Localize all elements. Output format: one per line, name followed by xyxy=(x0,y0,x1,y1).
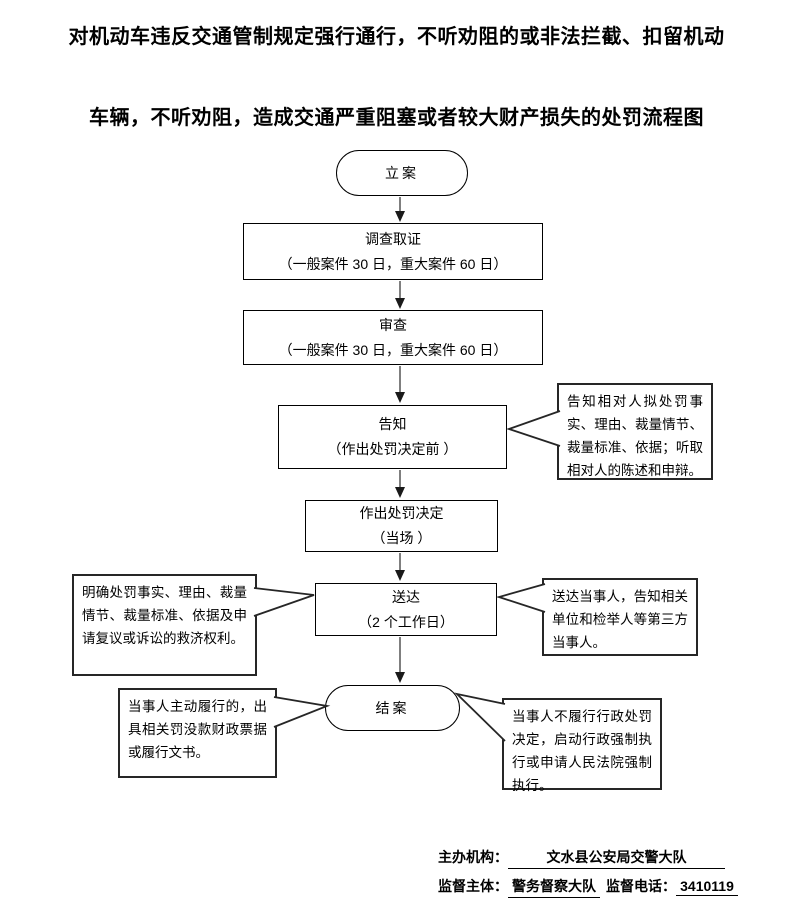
callout-delivery-content-note: 明确处罚事实、理由、裁量情节、裁量标准、依据及申请复议或诉讼的救济权利。 xyxy=(72,574,257,676)
down-arrow-delivery-to-end xyxy=(395,637,405,683)
step-title: 作出处罚决定 xyxy=(359,505,444,521)
flow-step-delivery: 送达 （2 个工作日） xyxy=(315,583,497,636)
callout-enforcement-note: 当事人不履行行政处罚决定，启动行政强制执行或申请人民法院强制执行。 xyxy=(502,698,662,793)
page-title-line1: 对机动车违反交通管制规定强行通行，不听劝阻的或非法拦截、扣留机动 xyxy=(68,26,725,48)
step-subtitle: （当场 ） xyxy=(371,530,432,546)
flow-step-review: 审查 （一般案件 30 日，重大案件 60 日） xyxy=(243,310,543,365)
down-arrow-decision-to-delivery xyxy=(395,553,405,581)
footer-supervisor-label: 监督主体： xyxy=(438,878,508,894)
down-arrow-start-to-investigation xyxy=(395,197,405,222)
footer-organizer-row: 主办机构：文水县公安局交警大队 xyxy=(438,847,725,869)
flow-start-label: 立案 xyxy=(385,164,419,181)
wedge-notification-note xyxy=(506,410,561,447)
wedge-delivery-recipients-note xyxy=(495,583,546,613)
footer-supervisor-value: 警务督察大队 xyxy=(508,876,600,898)
step-subtitle: （2 个工作日） xyxy=(358,613,454,630)
down-arrow-investigation-to-review xyxy=(395,281,405,309)
page-title-line2: 车辆，不听劝阻，造成交通严重阻塞或者较大财产损失的处罚流程图 xyxy=(89,107,704,129)
flow-step-notification: 告知 （作出处罚决定前 ） xyxy=(278,405,507,469)
step-subtitle: （一般案件 30 日，重大案件 60 日） xyxy=(278,341,508,358)
footer-phone-label: 监督电话： xyxy=(606,878,676,894)
flow-step-decision: 作出处罚决定 （当场 ） xyxy=(305,500,498,552)
footer-organizer-label: 主办机构： xyxy=(438,849,508,865)
wedge-enforcement-note xyxy=(454,692,506,742)
down-arrow-notification-to-decision xyxy=(395,470,405,498)
step-title: 送达 xyxy=(392,588,420,605)
flow-end-oval: 结案 xyxy=(325,685,460,731)
callout-notification-note: 告知相对人拟处罚事实、理由、裁量情节、裁量标准、依据；听取相对人的陈述和申辩。 xyxy=(557,383,713,480)
step-title: 审查 xyxy=(379,316,407,333)
step-title: 调查取证 xyxy=(365,230,421,247)
flow-start-oval: 立案 xyxy=(336,150,468,196)
callout-voluntary-performance-note: 当事人主动履行的，出具相关罚没款财政票据或履行文书。 xyxy=(118,688,277,778)
footer-phone-value: 3410119 xyxy=(676,878,738,896)
flow-end-label: 结案 xyxy=(375,699,410,716)
step-title: 告知 xyxy=(378,416,407,432)
step-subtitle: （一般案件 30 日，重大案件 60 日） xyxy=(278,255,508,272)
step-subtitle: （作出处罚决定前 ） xyxy=(327,441,458,457)
callout-delivery-recipients-note: 送达当事人，告知相关单位和检举人等第三方当事人。 xyxy=(542,578,698,656)
wedge-delivery-content-note xyxy=(253,587,315,617)
flow-step-investigation: 调查取证 （一般案件 30 日，重大案件 60 日） xyxy=(243,223,543,280)
down-arrow-review-to-notification xyxy=(395,366,405,403)
footer-supervisor-row: 监督主体：警务督察大队监督电话：3410119 xyxy=(438,876,738,898)
wedge-voluntary-performance-note xyxy=(273,696,331,728)
footer-organizer-value: 文水县公安局交警大队 xyxy=(508,847,725,869)
